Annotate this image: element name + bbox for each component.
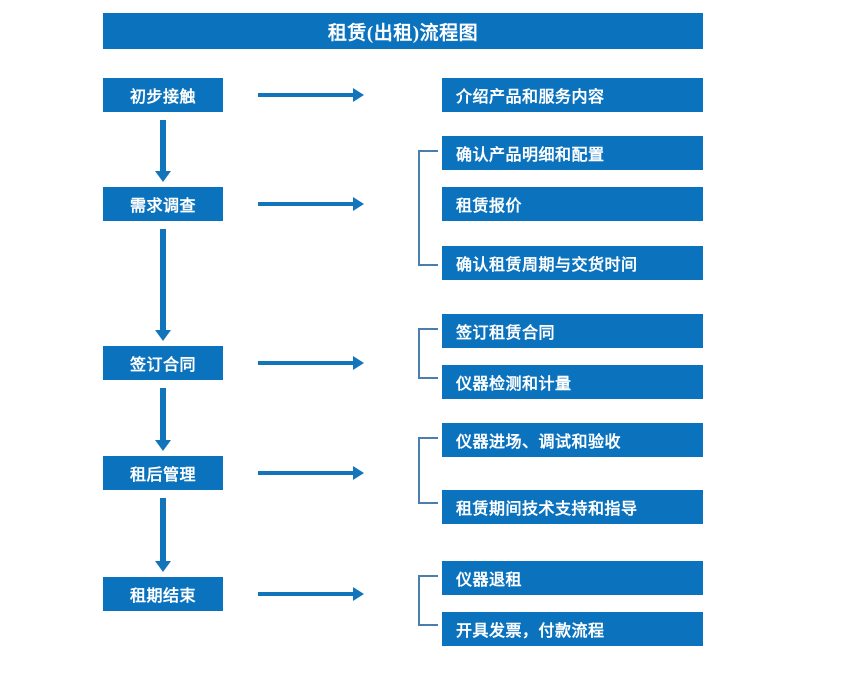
detail-box-7[interactable]: 仪器进场、调试和验收	[442, 423, 703, 457]
group-bracket-2	[418, 328, 438, 379]
flow-arrow-right-2	[258, 197, 364, 211]
detail-box-5[interactable]: 签订租赁合同	[442, 314, 703, 348]
group-bracket-3	[418, 437, 438, 504]
detail-box-10[interactable]: 开具发票，付款流程	[442, 612, 703, 646]
detail-box-1[interactable]: 介绍产品和服务内容	[442, 78, 703, 112]
detail-box-4[interactable]: 确认租赁周期与交货时间	[442, 246, 703, 280]
detail-box-9[interactable]: 仪器退租	[442, 561, 703, 595]
flow-arrow-right-1	[258, 88, 364, 102]
stage-box-4[interactable]: 租后管理	[103, 456, 223, 490]
connector-arrow-down-1	[155, 120, 171, 182]
flow-arrow-right-4	[258, 466, 364, 480]
stage-box-5[interactable]: 租期结束	[103, 577, 223, 611]
detail-box-3[interactable]: 租赁报价	[442, 187, 703, 221]
group-bracket-4	[418, 575, 438, 626]
group-bracket-1	[418, 150, 438, 266]
connector-arrow-down-4	[155, 498, 171, 572]
connector-arrow-down-3	[155, 388, 171, 451]
stage-box-2[interactable]: 需求调查	[103, 187, 223, 221]
detail-box-8[interactable]: 租赁期间技术支持和指导	[442, 490, 703, 524]
flow-arrow-right-3	[258, 356, 364, 370]
stage-box-1[interactable]: 初步接触	[103, 78, 223, 112]
detail-box-2[interactable]: 确认产品明细和配置	[442, 136, 703, 170]
connector-arrow-down-2	[155, 229, 171, 341]
stage-box-3[interactable]: 签订合同	[103, 346, 223, 380]
flow-arrow-right-5	[258, 587, 364, 601]
diagram-title: 租赁(出租)流程图	[103, 13, 703, 49]
detail-box-6[interactable]: 仪器检测和计量	[442, 365, 703, 399]
